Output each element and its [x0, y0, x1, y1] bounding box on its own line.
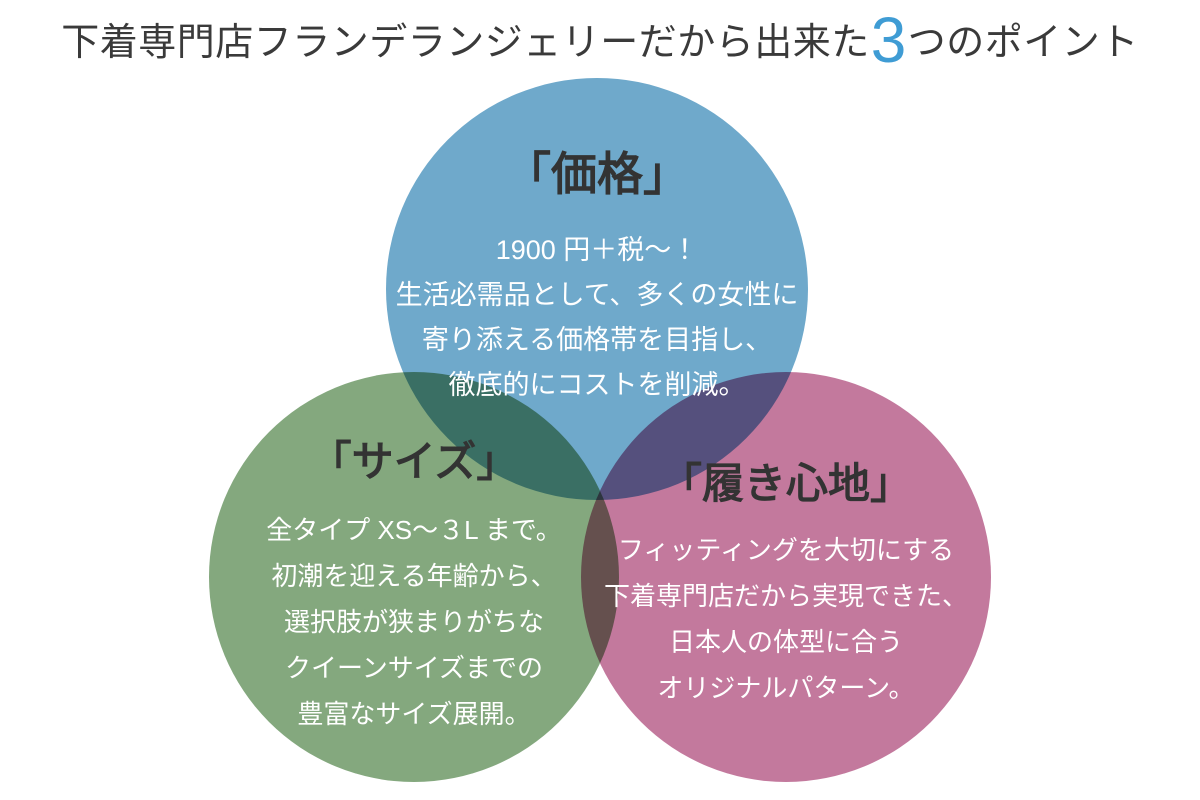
title-prefix: 下着専門店フランデランジェリーだから出来た: [61, 21, 870, 64]
size-line: 豊富なサイズ展開。: [297, 699, 531, 729]
price-heading: 「価格」: [505, 148, 689, 200]
price-line: 生活必需品として、多くの女性に: [395, 280, 799, 310]
price-line: 1900 円＋税〜！: [495, 235, 699, 265]
title-suffix: つのポイント: [907, 21, 1139, 64]
size-line: 初潮を迎える年齢から、: [271, 561, 557, 591]
comfort-line: 日本人の体型に合う: [668, 627, 903, 657]
comfort-line: フィッティングを大切にする: [617, 535, 955, 565]
comfort-line: オリジナルパターン。: [657, 673, 915, 703]
comfort-text-block: 「履き心地」 フィッティングを大切にする 下着専門店だから実現できた、 日本人の…: [580, 450, 992, 711]
price-text-block: 「価格」 1900 円＋税〜！ 生活必需品として、多くの女性に 寄り添える価格帯…: [387, 138, 807, 408]
size-text-block: 「サイズ」 全タイプ XS〜３L まで。 初潮を迎える年齢から、 選択肢が狭まり…: [214, 428, 614, 737]
size-line: 選択肢が狭まりがちな: [283, 607, 544, 637]
comfort-line: 下着専門店だから実現できた、: [603, 581, 968, 611]
title-highlight-number: 3: [870, 4, 907, 76]
size-line: クイーンサイズまでの: [285, 653, 543, 683]
size-heading: 「サイズ」: [309, 438, 519, 485]
size-circle: [209, 372, 619, 782]
price-line: 徹底的にコストを削減。: [448, 370, 746, 400]
comfort-heading: 「履き心地」: [659, 460, 912, 507]
price-line: 寄り添える価格帯を目指し、: [421, 325, 773, 355]
comfort-circle: [581, 372, 991, 782]
size-line: 全タイプ XS〜３L まで。: [266, 515, 562, 545]
